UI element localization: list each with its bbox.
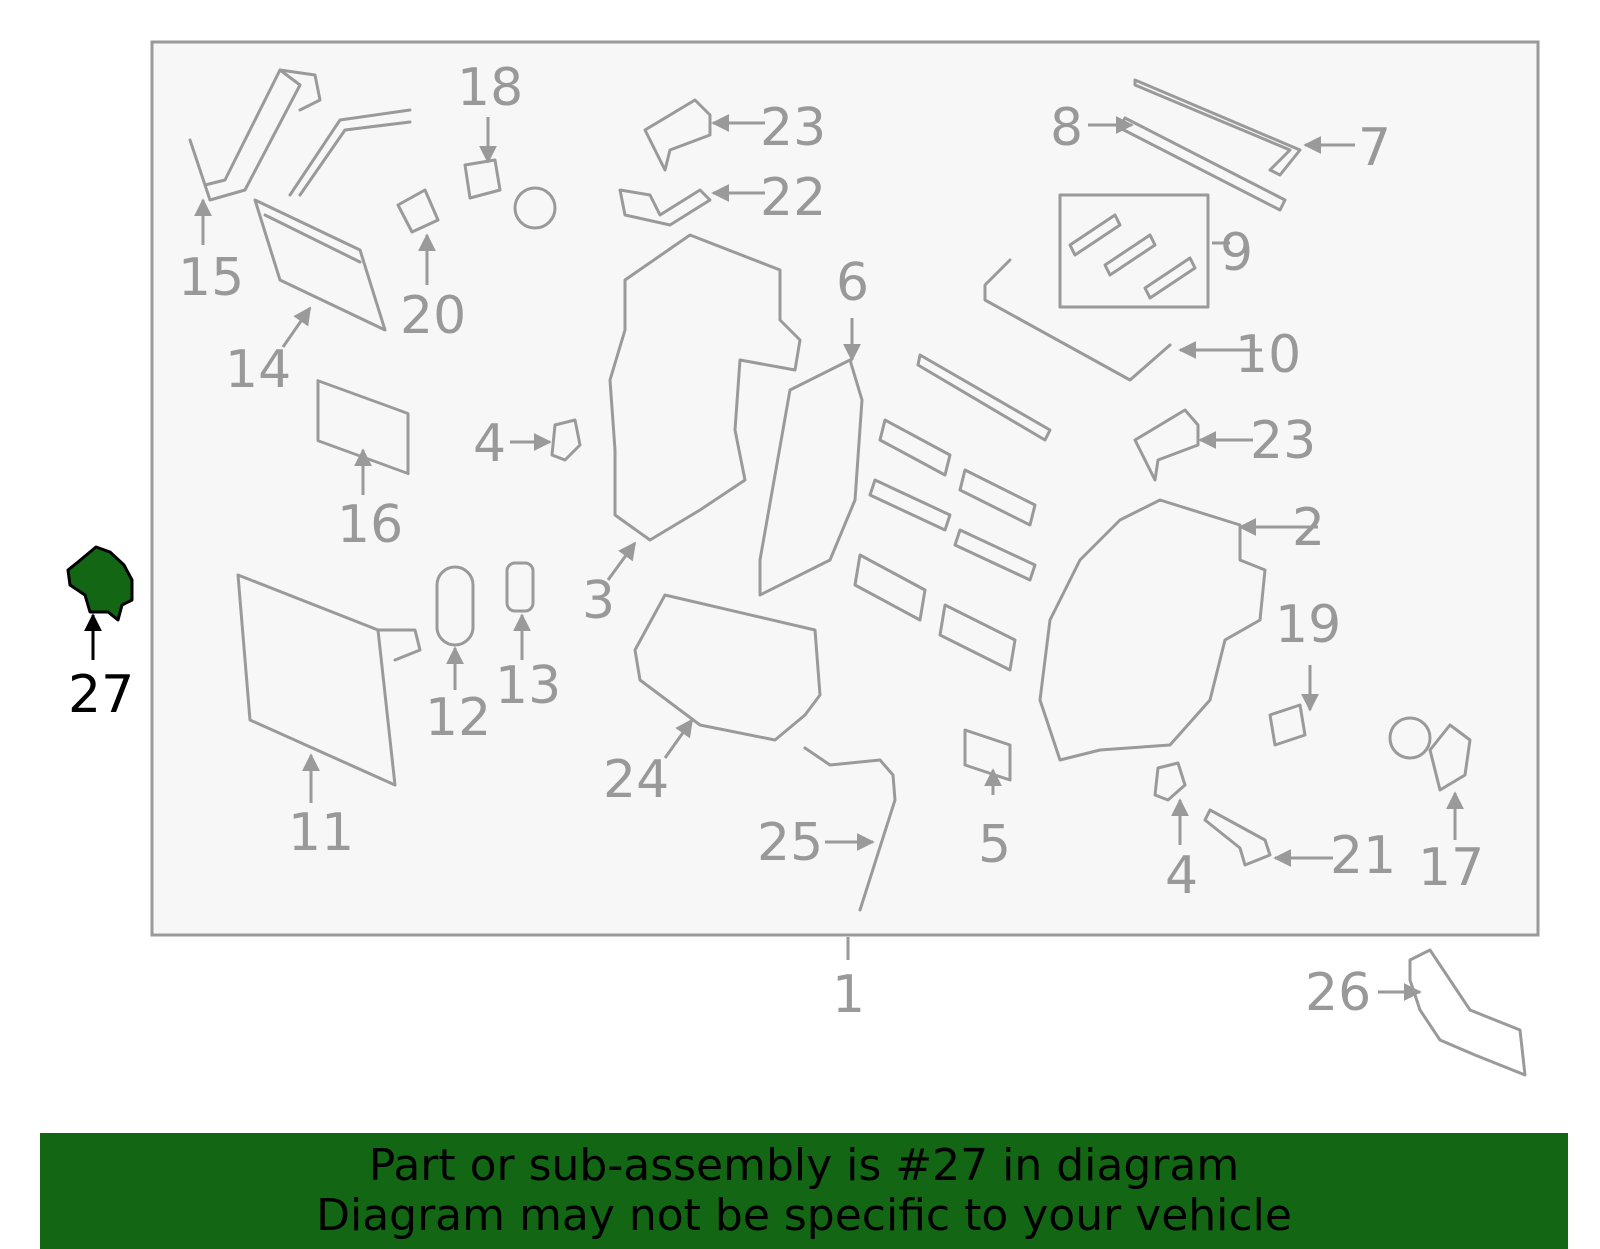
callout-1: 1 [832,965,865,1025]
callout-14: 14 [225,340,291,400]
callout-4a: 4 [473,414,506,474]
callout-17: 17 [1418,838,1484,898]
part-14-heater-core [253,108,412,332]
part-27-highlighted [66,545,134,622]
part-damper-e [953,528,1037,582]
callout-23a: 23 [760,98,826,158]
part-damper-c [958,468,1037,527]
callout-22: 22 [760,168,826,228]
part-damper-g [938,603,1017,672]
callout-19: 19 [1275,595,1341,655]
callout-18: 18 [457,58,523,118]
part-damper-b [878,418,952,477]
part-7-seal [1133,78,1302,177]
banner-line-2: Diagram may not be specific to your vehi… [316,1190,1292,1241]
part-12-grommet [435,565,475,647]
part-23b-bracket [1133,408,1200,482]
part-11-evaporator [236,573,397,787]
part-13-grommet [505,561,535,613]
part-10-seal [983,258,1172,382]
part-22-connector [618,188,712,227]
part-21-rod [1203,808,1272,867]
callout-15: 15 [178,248,244,308]
part-9-pad-b [1103,233,1157,277]
part-23a-bracket [643,98,712,172]
callout-3: 3 [582,571,615,631]
part-11-pipe [376,628,422,662]
part-9-pad-a [1068,213,1122,257]
callout-27: 27 [68,665,134,725]
callout-23b: 23 [1250,411,1316,471]
callout-10: 10 [1235,325,1301,385]
banner-line-1: Part or sub-assembly is #27 in diagram [368,1140,1240,1191]
part-3-case [608,233,802,542]
callout-20: 20 [400,286,466,346]
callout-12: 12 [425,688,491,748]
part-gear [513,186,557,230]
part-9-kit-box [1058,193,1210,309]
leader-lines [84,114,1464,1001]
callout-9: 9 [1220,223,1253,283]
callout-5: 5 [978,815,1011,875]
callout-25: 25 [757,813,823,873]
part-6-door [758,358,864,597]
part-5-filter [963,728,1012,782]
part-damper-f [853,553,927,622]
callout-7: 7 [1358,118,1391,178]
part-20-actuator [396,188,440,234]
part-15-pipe [188,68,322,202]
info-banner: Part or sub-assembly is #27 in diagram D… [40,1133,1568,1249]
part-9-pad-c [1143,256,1197,300]
assembly-frame [150,40,1540,937]
callout-24: 24 [603,750,669,810]
part-damper-d [868,478,952,532]
part-2-case [1038,498,1267,762]
callout-6: 6 [836,253,869,313]
part-19-gear [1388,716,1432,760]
part-19-actuator [1268,703,1307,747]
callout-8: 8 [1050,98,1083,158]
part-damper-a [916,353,1052,442]
part-25-drain-hose [803,746,897,912]
callout-11: 11 [288,803,354,863]
part-4b-seal [1153,761,1187,802]
callout-21: 21 [1330,826,1396,886]
callout-13: 13 [495,656,561,716]
part-26-duct [1408,948,1527,1077]
callout-16: 16 [337,495,403,555]
callout-4b: 4 [1165,846,1198,906]
part-24-lower-case [633,593,822,742]
callout-2: 2 [1292,498,1325,558]
callout-26: 26 [1305,963,1371,1023]
part-4a-seal [550,418,582,462]
part-17-actuator [1428,723,1472,792]
